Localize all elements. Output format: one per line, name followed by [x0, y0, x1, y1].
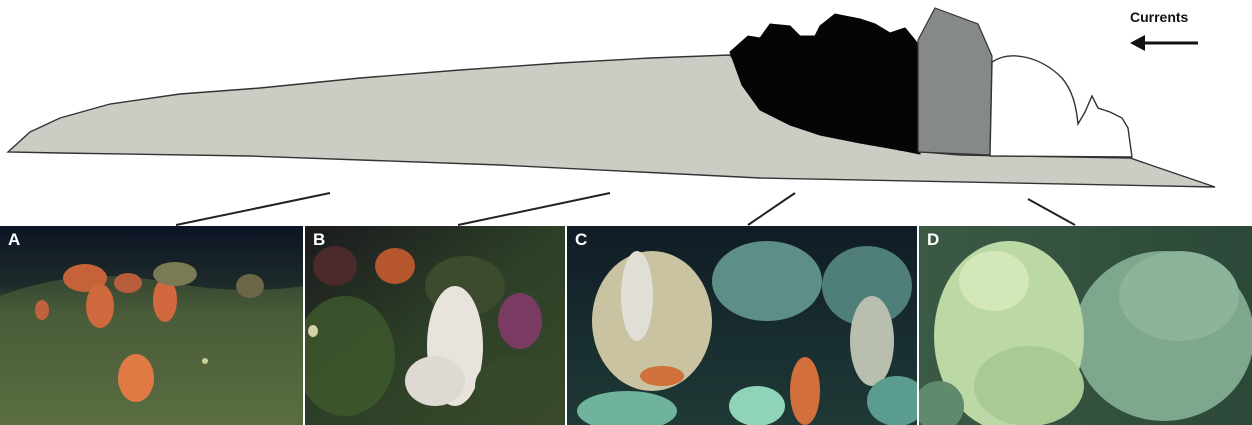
panel-label-b: B: [313, 230, 325, 250]
connector-line-b: [458, 193, 610, 225]
connector-line-a: [176, 193, 330, 225]
photo-panel-d: D: [919, 226, 1252, 425]
photo-panel-b: B: [305, 226, 565, 425]
photo-a-image: [0, 226, 303, 425]
photo-b-image: [305, 226, 565, 425]
panel-label-a: A: [8, 230, 20, 250]
current-arrow-icon: [1130, 35, 1198, 51]
ridge-profile-diagram: [0, 0, 1252, 226]
currents-label: Currents: [1130, 9, 1188, 25]
panel-label-d: D: [927, 230, 939, 250]
panel-label-c: C: [575, 230, 587, 250]
rock-block: [918, 8, 992, 155]
outline-rock: [990, 56, 1132, 157]
photo-c-image: [567, 226, 917, 425]
photo-d-image: [919, 226, 1252, 425]
connector-line-c: [748, 193, 795, 225]
photo-panel-c: C: [567, 226, 917, 425]
connector-line-d: [1028, 199, 1075, 225]
photo-panel-a: A: [0, 226, 303, 425]
